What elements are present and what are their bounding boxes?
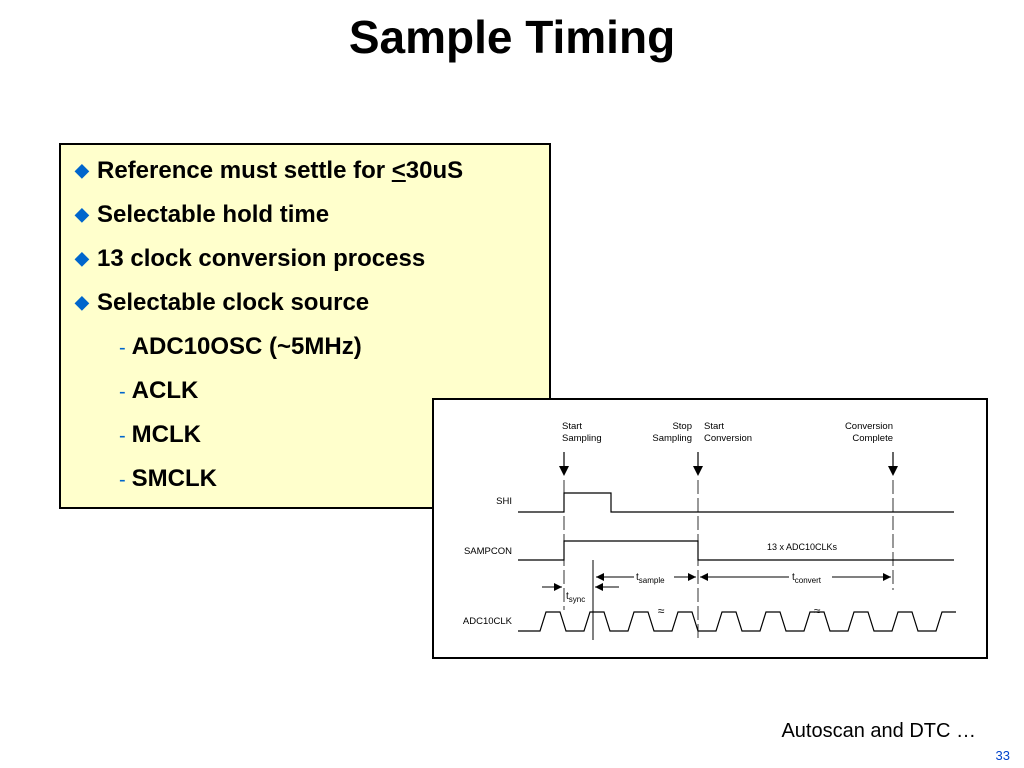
tconvert-arrowhead-left xyxy=(700,573,708,581)
dash-bullet-icon: - xyxy=(119,381,126,403)
dash-bullet-icon: - xyxy=(119,425,126,447)
dash-bullet-icon: - xyxy=(119,469,126,491)
sub-item-text: ACLK xyxy=(131,377,199,404)
event-label: Start xyxy=(562,421,582,432)
event-label: Start xyxy=(704,421,724,432)
sub-item: -ACLK xyxy=(119,377,198,405)
signal-label: ADC10CLK xyxy=(463,616,513,627)
sub-item: -SMCLK xyxy=(119,465,217,493)
dash-bullet-icon: - xyxy=(119,337,126,359)
break-mark: ≈ xyxy=(814,604,821,618)
sub-item: -MCLK xyxy=(119,421,201,449)
tsync-label: tsync xyxy=(566,591,585,604)
tconvert-arrowhead-right xyxy=(883,573,891,581)
adc10clk-waveform xyxy=(518,611,956,632)
tsample-label: tsample xyxy=(636,572,665,585)
bullet-item: ◆ Selectable clock source xyxy=(75,289,369,317)
footer-text: Autoscan and DTC … xyxy=(781,720,976,742)
tsync-arrowhead xyxy=(595,583,603,591)
bullet-box: ◆ Reference must settle for <30uS ◆ Select… xyxy=(59,143,551,509)
event-label: Stop xyxy=(672,421,692,432)
bullet-item: ◆ Selectable hold time xyxy=(75,201,329,229)
shi-waveform xyxy=(518,492,954,513)
page-number: 33 xyxy=(995,748,1010,763)
tsample-arrowhead-left xyxy=(596,573,604,581)
diamond-bullet-icon: ◆ xyxy=(75,292,89,312)
event-label: Complete xyxy=(852,433,893,444)
bullet-text: Selectable clock source xyxy=(97,289,370,316)
sub-item-text: SMCLK xyxy=(131,465,217,492)
signal-label: SHI xyxy=(496,496,512,507)
bullet-item: ◆ Reference must settle for <30uS xyxy=(75,157,463,185)
timing-diagram-svg: Start Sampling Stop Sampling Start Conve… xyxy=(463,421,956,640)
event-arrowhead xyxy=(693,466,703,476)
bullet-text: Reference must settle for xyxy=(97,157,392,184)
page-title: Sample Timing xyxy=(348,11,676,63)
event-label: Sampling xyxy=(652,433,692,444)
bullet-text-underlined: < xyxy=(391,157,406,184)
tsample-arrowhead-right xyxy=(688,573,696,581)
diamond-bullet-icon: ◆ xyxy=(75,204,89,224)
tconvert-label: tconvert xyxy=(792,572,822,585)
diamond-bullet-icon: ◆ xyxy=(75,248,89,268)
timing-diagram: Start Sampling Stop Sampling Start Conve… xyxy=(432,398,988,659)
sampcon-waveform xyxy=(518,540,954,561)
event-arrowhead xyxy=(559,466,569,476)
signal-label: SAMPCON xyxy=(464,546,512,557)
bullet-text: 30uS xyxy=(405,157,464,184)
sub-item-text: MCLK xyxy=(131,421,201,448)
break-mark: ≈ xyxy=(658,604,665,618)
clock-count-label: 13 x ADC10CLKs xyxy=(767,542,838,552)
event-label: Conversion xyxy=(704,433,752,444)
event-label: Conversion xyxy=(845,421,893,432)
diamond-bullet-icon: ◆ xyxy=(75,160,89,180)
event-label: Sampling xyxy=(562,433,602,444)
event-arrowhead xyxy=(888,466,898,476)
sub-item: -ADC10OSC (~5MHz) xyxy=(119,333,362,361)
bullet-text: Selectable hold time xyxy=(97,201,330,228)
bullet-text: 13 clock conversion process xyxy=(97,245,426,272)
sub-item-text: ADC10OSC (~5MHz) xyxy=(131,333,362,360)
tsync-arrowhead xyxy=(554,583,562,591)
bullet-item: ◆ 13 clock conversion process xyxy=(75,245,425,273)
